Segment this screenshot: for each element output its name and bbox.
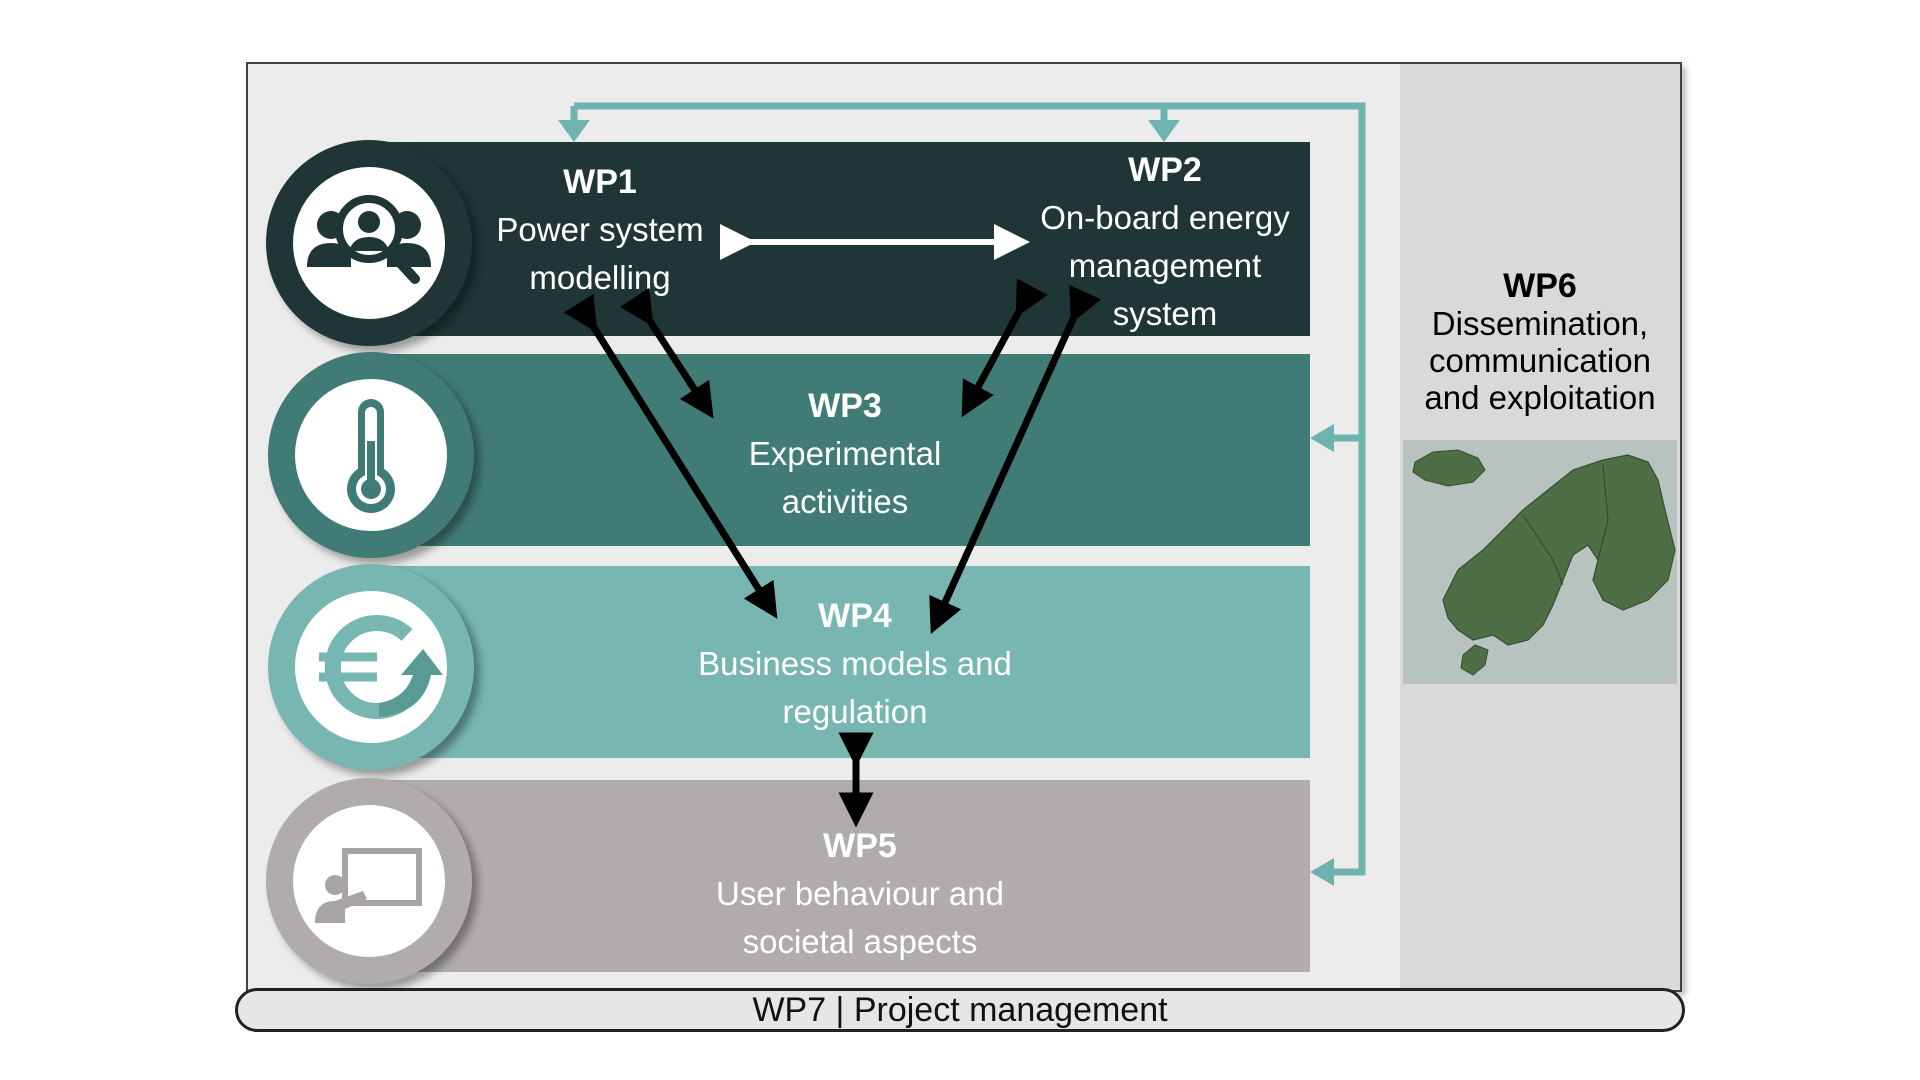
wp1-wp4-arrow: [563, 293, 778, 619]
feedback-loop-line: [574, 102, 1366, 876]
wp6-label: WP6 Dissemination, communication and exp…: [1400, 267, 1680, 417]
wp2-line3: system: [1112, 295, 1218, 332]
nordic-map: [1403, 440, 1677, 684]
iceland-shape: [1412, 449, 1486, 487]
wp1-number: WP1: [563, 163, 637, 201]
wp2-wp4-arrow: [929, 284, 1102, 634]
wp2-wp3-arrow: [961, 278, 1048, 418]
wp3-number: WP3: [808, 387, 882, 425]
wp1-icon-circle: [266, 140, 472, 346]
wp1-wp3-arrow: [619, 287, 714, 419]
wp4-number: WP4: [818, 597, 892, 635]
wp4-line1: Business models and: [698, 645, 1012, 682]
feedback-arrowhead-wp1: [558, 120, 590, 142]
wp3-icon-circle: [268, 352, 474, 558]
wp6-line1: Dissemination,: [1431, 305, 1649, 342]
wp5-number: WP5: [823, 827, 897, 865]
border-lines: [1522, 464, 1609, 586]
wp4-label: WP4 Business models and regulation: [670, 592, 1040, 736]
wp3-band: [370, 354, 1310, 546]
feedback-arrowhead-wp5: [1310, 858, 1334, 886]
wp3-line2: activities: [781, 483, 909, 520]
wp4-line2: regulation: [782, 693, 928, 730]
wp5-icon-circle: [266, 778, 472, 984]
wp3-line1: Experimental: [748, 435, 942, 472]
presentation-icon: [315, 848, 422, 923]
feedback-arrowhead-wp2: [1148, 120, 1180, 142]
feedback-arrowhead-wp3: [1310, 424, 1334, 452]
scandinavia-shape: [1442, 454, 1676, 646]
wp5-line2: societal aspects: [742, 923, 978, 960]
wp2-label: WP2 On-board energy management system: [1020, 146, 1310, 338]
denmark-shape: [1460, 644, 1489, 676]
wp2-line2: management: [1068, 247, 1262, 284]
wp4-icon-circle: [268, 564, 474, 770]
wp5-label: WP5 User behaviour and societal aspects: [680, 822, 1040, 966]
wp1-line1: Power system: [496, 211, 704, 248]
thermometer-icon: [347, 399, 395, 513]
wp5-line1: User behaviour and: [715, 875, 1004, 912]
wp4-band: [370, 566, 1310, 758]
euro-growth-icon: [319, 615, 443, 719]
wp2-line1: On-board energy: [1040, 199, 1290, 236]
wp7-bar: WP7 | Project management: [235, 988, 1685, 1032]
wp6-number: WP6: [1503, 267, 1577, 305]
wp2-number: WP2: [1128, 151, 1202, 189]
wp6-line3: and exploitation: [1424, 379, 1656, 416]
wp3-label: WP3 Experimental activities: [700, 382, 990, 526]
wp6-line2: communication: [1429, 342, 1651, 379]
people-search-icon: [307, 195, 431, 284]
